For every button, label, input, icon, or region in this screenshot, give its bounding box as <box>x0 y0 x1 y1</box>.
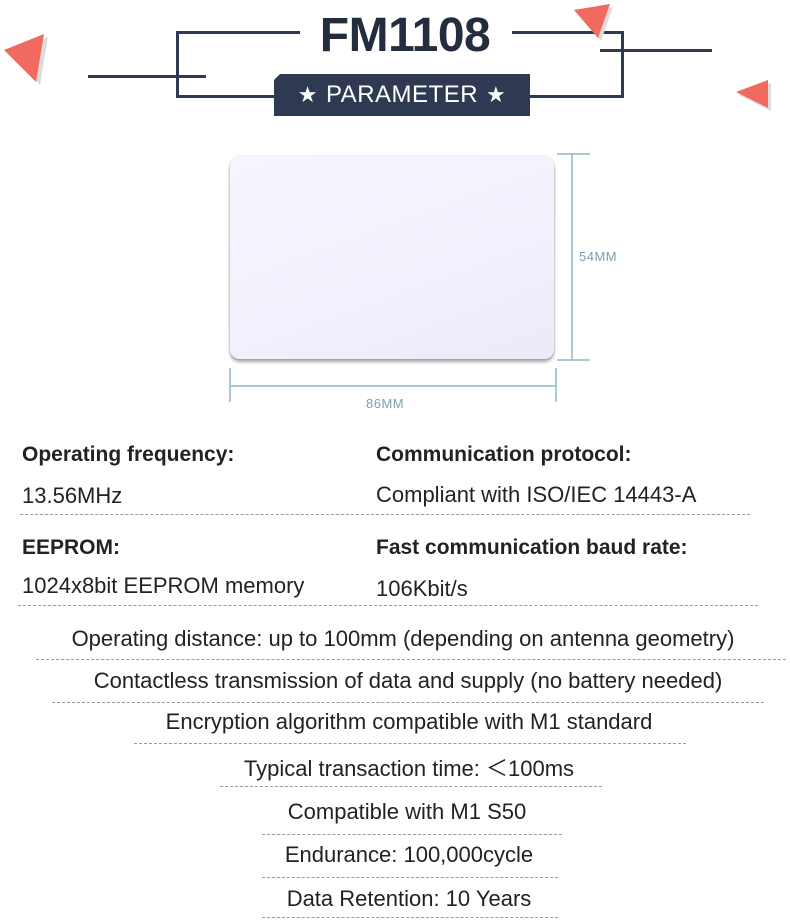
spec-value: Compliant with ISO/IEC 14443-A <box>376 482 697 507</box>
height-label: 54MM <box>578 249 619 264</box>
spec-label: EEPROM: <box>22 536 121 559</box>
header-line <box>512 31 624 34</box>
spec-value: 1024x8bit EEPROM memory <box>22 573 305 598</box>
divider <box>20 514 750 515</box>
spec-label: Communication protocol: <box>376 443 632 466</box>
spec-value: 106Kbit/s <box>376 576 468 601</box>
height-dimension-icon <box>557 153 590 361</box>
width-label: 86MM <box>366 396 405 411</box>
page-title: FM1108 <box>319 9 491 62</box>
header-line <box>176 31 179 98</box>
header-line <box>176 31 300 34</box>
star-icon: ★ <box>486 82 507 107</box>
header-line <box>621 31 624 98</box>
divider <box>262 877 558 878</box>
header-line <box>176 95 276 98</box>
triangle-decoration-icon <box>4 34 48 85</box>
triangle-decoration-icon <box>736 80 771 111</box>
parameter-badge: ★ PARAMETER ★ <box>274 74 530 116</box>
divider <box>262 917 558 918</box>
divider <box>18 605 758 606</box>
width-dimension-icon <box>229 368 557 402</box>
spec-row: Operating distance: up to 100mm (dependi… <box>71 626 735 651</box>
triangle-decoration-icon <box>574 4 613 41</box>
spec-row: Typical transaction time: ＜100ms <box>243 756 575 781</box>
badge-label: PARAMETER <box>325 81 479 108</box>
card-image <box>230 156 554 359</box>
spec-row: Data Retention: 10 Years <box>286 886 532 911</box>
spec-row: Encryption algorithm compatible with M1 … <box>165 709 653 734</box>
spec-value: 13.56MHz <box>22 483 123 508</box>
header-line <box>600 49 712 52</box>
divider <box>36 659 786 660</box>
spec-row: Endurance: 100,000cycle <box>284 842 534 867</box>
divider <box>220 786 602 787</box>
header-line <box>88 75 206 78</box>
spec-row: Compatible with M1 S50 <box>287 799 527 824</box>
spec-label: Operating frequency: <box>22 443 235 466</box>
divider <box>52 702 764 703</box>
divider <box>262 834 562 835</box>
divider <box>134 743 686 744</box>
header-line <box>530 95 624 98</box>
spec-row: Contactless transmission of data and sup… <box>93 668 723 693</box>
star-icon: ★ <box>297 82 318 107</box>
spec-label: Fast communication baud rate: <box>376 536 688 559</box>
